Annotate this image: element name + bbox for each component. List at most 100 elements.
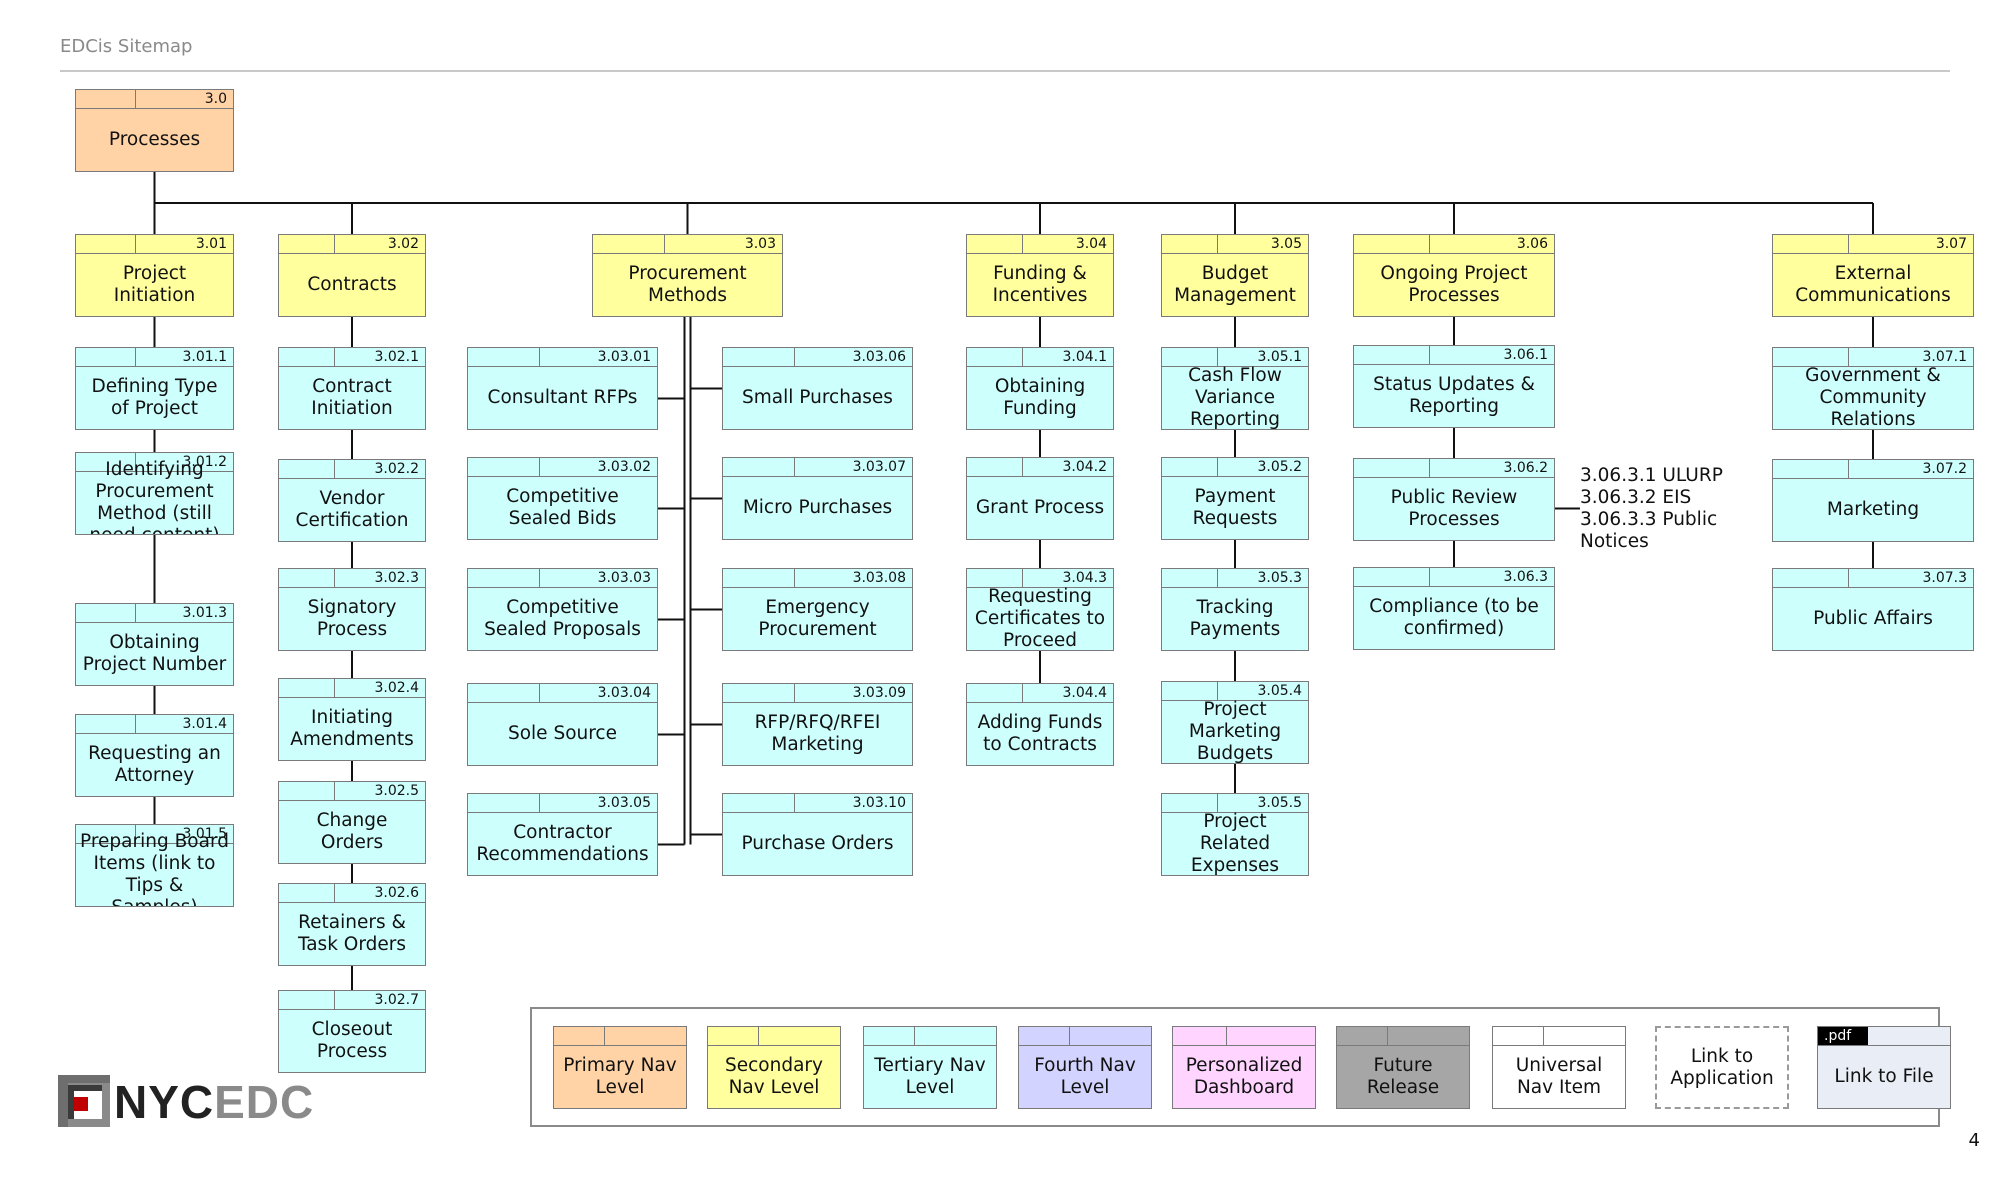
box-header: 3.03.10 xyxy=(723,794,912,813)
header-divider-tick xyxy=(1387,1027,1388,1045)
node-number: 3.02.2 xyxy=(374,461,419,477)
header-divider-tick xyxy=(135,604,136,622)
node-label: Secondary Nav Level xyxy=(725,1054,823,1098)
logo-mark-icon xyxy=(58,1075,110,1127)
node-label: Retainers & Task Orders xyxy=(297,911,407,955)
node-number: 3.05.4 xyxy=(1257,683,1302,699)
pdf-file-icon: .pdf xyxy=(1818,1027,1868,1045)
box-header: 3.06.2 xyxy=(1354,459,1554,478)
node-label: Vendor Certification xyxy=(295,487,409,531)
box-header: 3.03.01 xyxy=(468,348,657,367)
node-label: Marketing xyxy=(1826,498,1920,520)
node-label: Competitive Sealed Bids xyxy=(506,485,619,529)
header-divider-tick xyxy=(1848,235,1849,253)
node-number: 3.01.5 xyxy=(182,826,227,842)
node-label: External Communications xyxy=(1795,262,1951,306)
header-divider-tick xyxy=(539,569,540,587)
header-divider-tick xyxy=(539,458,540,476)
node-label: RFP/RFQ/RFEI Marketing xyxy=(754,711,881,755)
box-header: 3.04 xyxy=(967,235,1113,254)
header-divider-tick xyxy=(758,1027,759,1045)
box-header: 3.07.1 xyxy=(1773,348,1973,367)
header-divider-tick xyxy=(1217,794,1218,812)
node-label: Contractor Recommendations xyxy=(476,821,649,865)
box-header: 3.02.7 xyxy=(279,991,425,1010)
node-label: Obtaining Project Number xyxy=(82,631,227,675)
node-label: Signatory Process xyxy=(307,596,397,640)
header-divider-tick xyxy=(1022,348,1023,366)
node-label: Small Purchases xyxy=(742,386,893,408)
box-header: 3.03 xyxy=(593,235,782,254)
header-divider-tick xyxy=(1022,458,1023,476)
side-note-line: 3.06.3.1 ULURP xyxy=(1580,465,1723,486)
box-header: 3.02.1 xyxy=(279,348,425,367)
header-divider-tick xyxy=(664,235,665,253)
header-divider-tick xyxy=(794,458,795,476)
legend-item-application: Link to Application xyxy=(1655,1026,1789,1109)
node-label: Project Marketing Budgets xyxy=(1188,698,1282,764)
header-divider-tick xyxy=(334,348,335,366)
node-number: 3.01.4 xyxy=(182,716,227,732)
box-header: 3.04.4 xyxy=(967,684,1113,703)
node-number: 3.03.09 xyxy=(852,685,906,701)
node-number: 3.03.03 xyxy=(597,570,651,586)
node-number: 3.02.7 xyxy=(374,992,419,1008)
header-divider-tick xyxy=(334,460,335,478)
legend-item-secondary: Secondary Nav Level xyxy=(707,1026,841,1109)
node-label: Procurement Methods xyxy=(628,262,747,306)
node-number: 3.02.6 xyxy=(374,885,419,901)
node-number: 3.03.05 xyxy=(597,795,651,811)
node-label: Consultant RFPs xyxy=(487,386,638,408)
node-number: 3.06.3 xyxy=(1503,569,1548,585)
node-label: Ongoing Project Processes xyxy=(1380,262,1528,306)
node-label: Budget Management xyxy=(1174,262,1296,306)
header-divider-tick xyxy=(539,684,540,702)
